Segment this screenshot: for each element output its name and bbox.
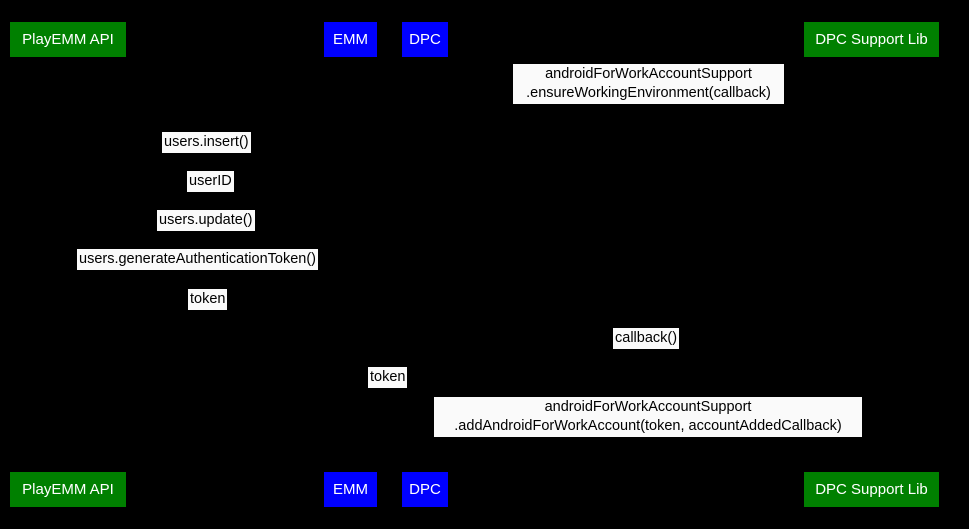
participant-label: DPC — [409, 31, 441, 48]
message-label-ensure-working-environment: androidForWorkAccountSupport .ensureWork… — [513, 64, 784, 104]
participant-bottom-playemm-api[interactable]: PlayEMM API — [10, 472, 126, 507]
message-label-token-to-dpc: token — [368, 367, 408, 388]
participant-label: EMM — [333, 481, 368, 498]
message-label-users-insert: users.insert() — [162, 132, 251, 153]
message-label-token-to-emm: token — [188, 289, 228, 310]
participant-label: PlayEMM API — [22, 481, 114, 498]
participant-bottom-dpc[interactable]: DPC — [402, 472, 448, 507]
participant-label: EMM — [333, 31, 368, 48]
participant-label: DPC Support Lib — [815, 481, 928, 498]
lifeline-dpc-support-lib — [871, 57, 872, 472]
participant-top-emm[interactable]: EMM — [324, 22, 377, 57]
message-label-user-id: userID — [187, 171, 234, 192]
participant-label: DPC Support Lib — [815, 31, 928, 48]
lifeline-dpc — [424, 57, 425, 472]
lifeline-playemm-api — [67, 57, 68, 472]
message-label-add-android-for-work-account: androidForWorkAccountSupport .addAndroid… — [434, 397, 862, 437]
lifeline-emm — [350, 57, 351, 472]
message-label-callback: callback() — [613, 328, 680, 349]
message-label-users-update: users.update() — [157, 210, 255, 231]
participant-label: DPC — [409, 481, 441, 498]
participant-bottom-dpc-support-lib[interactable]: DPC Support Lib — [804, 472, 939, 507]
participant-top-playemm-api[interactable]: PlayEMM API — [10, 22, 126, 57]
participant-top-dpc[interactable]: DPC — [402, 22, 448, 57]
participant-label: PlayEMM API — [22, 31, 114, 48]
participant-bottom-emm[interactable]: EMM — [324, 472, 377, 507]
message-label-users-generate-authentication-token: users.generateAuthenticationToken() — [77, 249, 318, 270]
participant-top-dpc-support-lib[interactable]: DPC Support Lib — [804, 22, 939, 57]
